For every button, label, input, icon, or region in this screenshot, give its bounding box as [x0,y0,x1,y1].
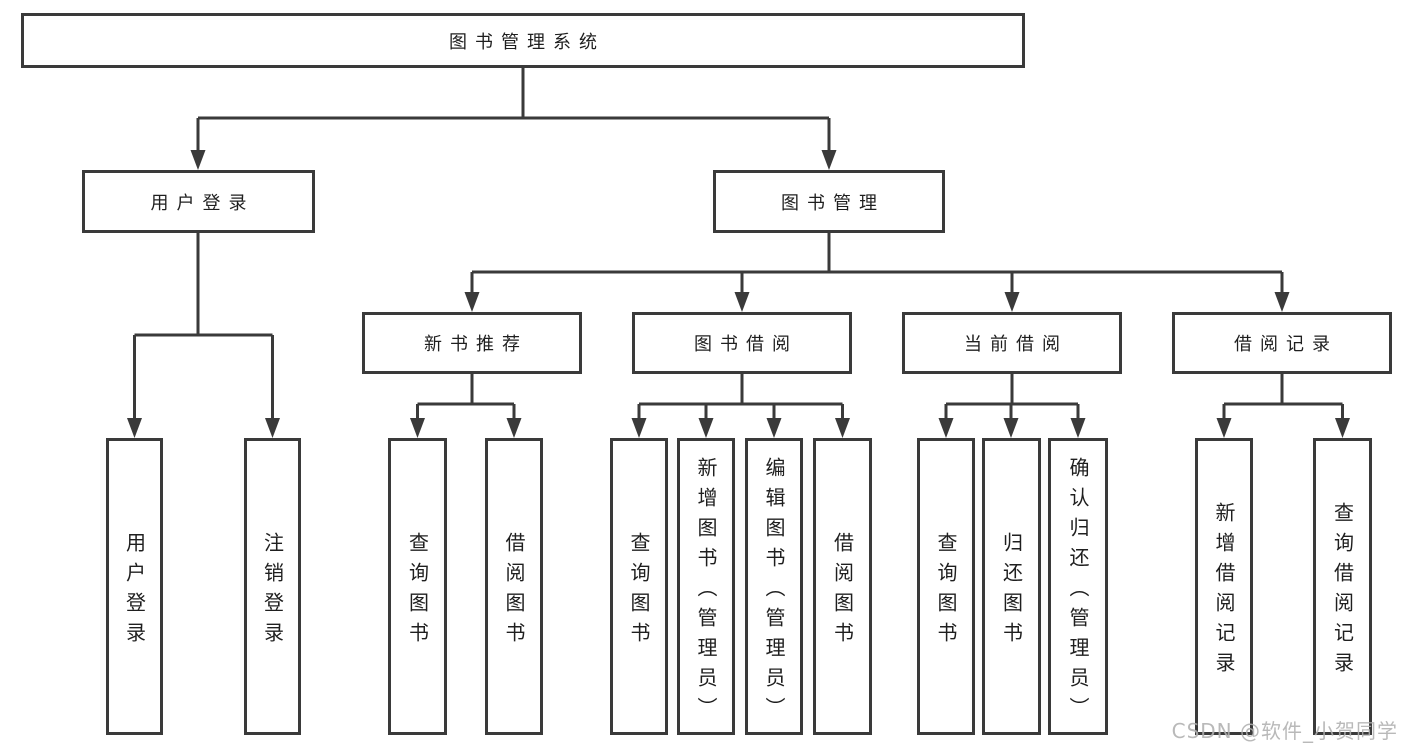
node-current-borrow-label: 当前借阅 [964,334,1068,355]
node-root-label: 图书管理系统 [449,31,605,53]
arrow-user-login [190,150,206,170]
node-leaf-edit-book-admin-label: 编辑图书（管理员） [762,456,786,727]
arrow-leaf-borrow-book-1 [506,418,522,438]
connector-current-borrow-to-leaves [944,374,1080,420]
node-leaf-query-book-3: 查询图书 [917,438,975,735]
node-root: 图书管理系统 [21,13,1025,68]
node-leaf-query-borrow-record: 查询借阅记录 [1313,438,1372,735]
arrow-leaf-query-book-3 [938,418,954,438]
arrow-leaf-user-login [127,418,142,438]
arrow-leaf-return-book [1003,418,1019,438]
node-leaf-confirm-return-admin: 确认归还（管理员） [1048,438,1108,735]
node-new-book-recommend: 新书推荐 [362,312,582,374]
connector-root-to-level2 [196,68,831,152]
node-leaf-query-borrow-record-label: 查询借阅记录 [1330,501,1355,682]
connector-records-to-leaves [1222,374,1344,420]
node-leaf-logout: 注销登录 [244,438,301,735]
node-current-borrow: 当前借阅 [902,312,1122,374]
arrow-book-mgmt [821,150,837,170]
node-leaf-query-book-2-label: 查询图书 [627,531,651,652]
node-leaf-logout-label: 注销登录 [260,531,285,652]
node-book-borrow: 图书借阅 [632,312,852,374]
node-borrow-records-label: 借阅记录 [1234,334,1338,355]
arrow-borrow-records [1274,292,1290,312]
node-leaf-add-borrow-record: 新增借阅记录 [1195,438,1253,735]
node-user-login: 用户登录 [82,170,315,233]
node-leaf-query-book-2: 查询图书 [610,438,668,735]
node-leaf-query-book-1-label: 查询图书 [405,531,430,652]
node-leaf-confirm-return-admin-label: 确认归还（管理员） [1066,456,1090,727]
node-book-management-label: 图书管理 [781,192,885,214]
node-leaf-user-login-label: 用户登录 [122,531,147,652]
node-leaf-add-book-admin: 新增图书（管理员） [677,438,735,735]
node-leaf-edit-book-admin: 编辑图书（管理员） [745,438,803,735]
node-leaf-return-book: 归还图书 [982,438,1041,735]
node-borrow-records: 借阅记录 [1172,312,1392,374]
node-leaf-query-book-1: 查询图书 [388,438,447,735]
arrow-current-borrow [1004,292,1020,312]
connector-user-login-to-leaves [133,233,274,420]
node-book-management: 图书管理 [713,170,945,233]
watermark: CSDN @软件_小贺同学 [1171,719,1398,743]
node-leaf-borrow-book-1: 借阅图书 [485,438,543,735]
node-new-book-recommend-label: 新书推荐 [424,334,528,355]
node-leaf-borrow-book-2-label: 借阅图书 [830,531,855,652]
arrow-leaf-query-record [1335,418,1350,438]
node-leaf-borrow-book-1-label: 借阅图书 [502,531,526,652]
arrow-new-book [464,292,480,312]
arrow-leaf-logout [265,418,280,438]
arrow-leaf-borrow-book-2 [835,418,850,438]
node-user-login-label: 用户登录 [150,192,255,214]
arrow-leaf-query-book-1 [410,418,425,438]
node-leaf-return-book-label: 归还图书 [999,531,1024,652]
node-leaf-borrow-book-2: 借阅图书 [813,438,872,735]
arrowheads [127,150,1350,438]
connector-book-mgmt-to-level3 [470,233,1284,294]
arrow-leaf-confirm-return [1070,418,1086,438]
connector-book-borrow-to-leaves [637,374,844,420]
arrow-leaf-add-record [1216,418,1232,438]
connector-new-book-to-leaves [416,374,516,420]
node-leaf-user-login: 用户登录 [106,438,163,735]
arrow-leaf-edit-book [766,418,782,438]
arrow-book-borrow [734,292,750,312]
node-leaf-add-book-admin-label: 新增图书（管理员） [694,456,718,727]
node-leaf-add-borrow-record-label: 新增借阅记录 [1212,501,1236,682]
arrow-leaf-query-book-2 [631,418,647,438]
node-book-borrow-label: 图书借阅 [694,334,798,355]
node-leaf-query-book-3-label: 查询图书 [934,531,958,652]
arrow-leaf-add-book [698,418,714,438]
